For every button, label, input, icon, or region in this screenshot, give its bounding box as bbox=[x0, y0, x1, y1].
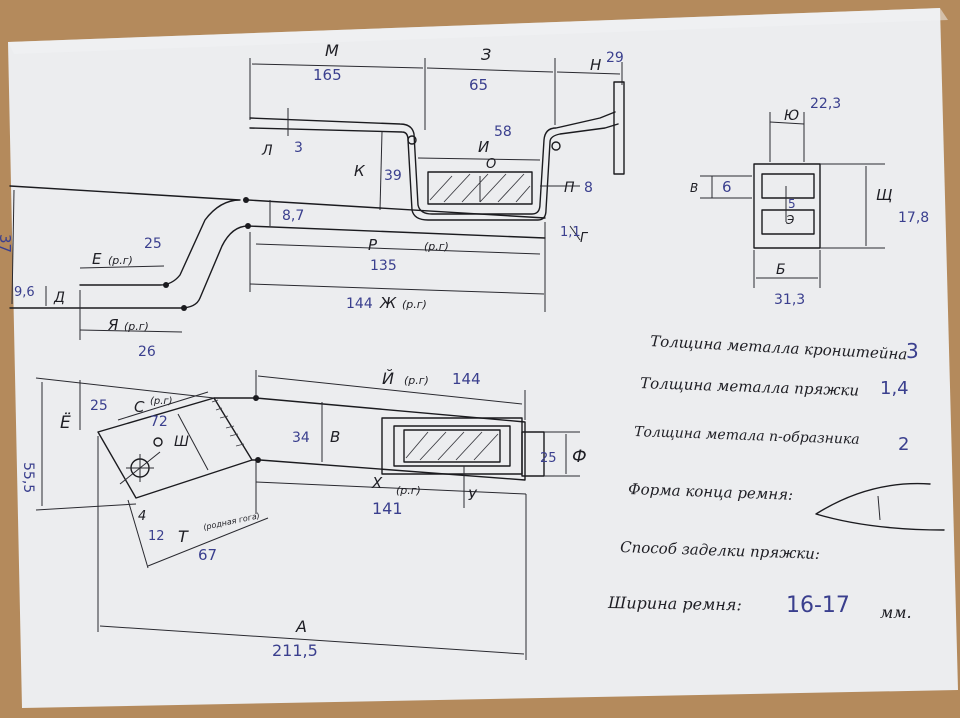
strap-end-shape-sketch bbox=[815, 482, 945, 531]
value-S: 72 bbox=[150, 414, 168, 430]
value-M: 165 bbox=[313, 66, 342, 84]
label-B-small: В bbox=[690, 181, 698, 195]
label-V: В bbox=[330, 428, 340, 446]
label-T-small: Г bbox=[580, 231, 589, 246]
label-I: И bbox=[478, 138, 489, 156]
note-strap-end-shape: Форма конца ремня: bbox=[628, 480, 794, 504]
label-N: Н bbox=[590, 56, 601, 74]
label-X: Х bbox=[371, 474, 383, 492]
value-25-right: 25 bbox=[540, 451, 557, 466]
label-O: О bbox=[486, 157, 496, 172]
note-strap-width-unit: мм. bbox=[880, 603, 912, 622]
value-6: 6 bbox=[722, 178, 732, 196]
value-Y: 144 bbox=[452, 370, 481, 388]
value-T: 67 bbox=[198, 546, 217, 564]
note-u-part-thickness: Толщина метала п-образника bbox=[634, 424, 860, 448]
label-Z: З bbox=[481, 45, 491, 64]
label-ZH: Ж bbox=[379, 294, 397, 312]
value-SHCH: 17,8 bbox=[898, 210, 929, 226]
label-SH: Ш bbox=[174, 434, 189, 450]
value-55-5: 55,5 bbox=[20, 462, 36, 493]
value-K: 39 bbox=[384, 168, 402, 184]
note-u-part-thickness-value: 2 bbox=[898, 434, 909, 455]
value-4: 4 bbox=[138, 509, 146, 524]
note-strap-width-value: 16-17 bbox=[786, 593, 850, 618]
value-5: 5 bbox=[788, 197, 796, 211]
label-F: Ф bbox=[572, 447, 587, 467]
bottom-strap-view bbox=[35, 370, 580, 660]
label-S: С bbox=[134, 398, 145, 416]
value-X: 141 bbox=[372, 499, 403, 518]
value-ZH: 144 bbox=[346, 296, 373, 312]
value-L: 3 bbox=[294, 140, 303, 156]
value-YA: 26 bbox=[138, 344, 156, 360]
value-YO: 25 bbox=[90, 398, 108, 414]
label-U: У bbox=[468, 488, 478, 504]
label-E: Е bbox=[92, 250, 102, 268]
middle-strap-view bbox=[9, 185, 581, 340]
label-D: Д bbox=[53, 290, 65, 306]
label-B: Б bbox=[776, 262, 786, 278]
value-YU: 22,3 bbox=[810, 96, 841, 112]
label-L: Л bbox=[261, 143, 273, 159]
note-strap-width: Ширина ремня: bbox=[607, 593, 742, 614]
value-8-7: 8,7 bbox=[282, 208, 304, 224]
value-37: 37 bbox=[0, 234, 14, 253]
note-buckle-thickness-value: 1,4 bbox=[880, 378, 909, 399]
value-N: 29 bbox=[606, 50, 624, 66]
label-E-small: Э bbox=[785, 213, 795, 227]
label-R-rg: (р.г) bbox=[424, 240, 449, 253]
value-Z: 65 bbox=[469, 76, 488, 94]
note-bracket-thickness-value: 3 bbox=[906, 339, 919, 363]
label-T: Т bbox=[178, 527, 189, 546]
value-A: 211,5 bbox=[272, 641, 318, 660]
value-1-1: 1,1 bbox=[560, 225, 581, 240]
value-E: 25 bbox=[144, 236, 162, 252]
value-I: 58 bbox=[494, 124, 512, 140]
label-A: А bbox=[295, 617, 307, 636]
label-S-rg: (р.г) bbox=[150, 396, 173, 407]
label-P8: П bbox=[564, 180, 575, 196]
value-B: 31,3 bbox=[774, 292, 805, 308]
label-YU: Ю bbox=[784, 108, 799, 124]
value-R: 135 bbox=[370, 258, 397, 274]
label-M: М bbox=[325, 41, 339, 60]
side-buckle-view bbox=[700, 112, 885, 288]
value-9-6: 9,6 bbox=[14, 285, 35, 300]
label-YO: Ё bbox=[60, 412, 71, 433]
label-Y: Й bbox=[382, 369, 394, 388]
label-SHCH: Щ bbox=[876, 186, 892, 204]
label-E-rg: (р.г) bbox=[108, 254, 133, 267]
value-34: 34 bbox=[292, 430, 310, 446]
top-bracket-view bbox=[249, 58, 625, 221]
label-ZH-rg: (р.г) bbox=[402, 298, 427, 311]
label-YA: Я bbox=[107, 316, 119, 334]
value-P8: 8 bbox=[584, 180, 593, 196]
label-R: Р bbox=[368, 236, 378, 254]
value-12: 12 bbox=[148, 529, 165, 544]
label-YA-rg: (р.г) bbox=[124, 320, 149, 333]
paper-sheet bbox=[8, 8, 958, 708]
label-Y-rg: (р.г) bbox=[404, 374, 429, 387]
label-K: К bbox=[354, 162, 366, 180]
label-X-rg: (р.г) bbox=[396, 484, 421, 497]
